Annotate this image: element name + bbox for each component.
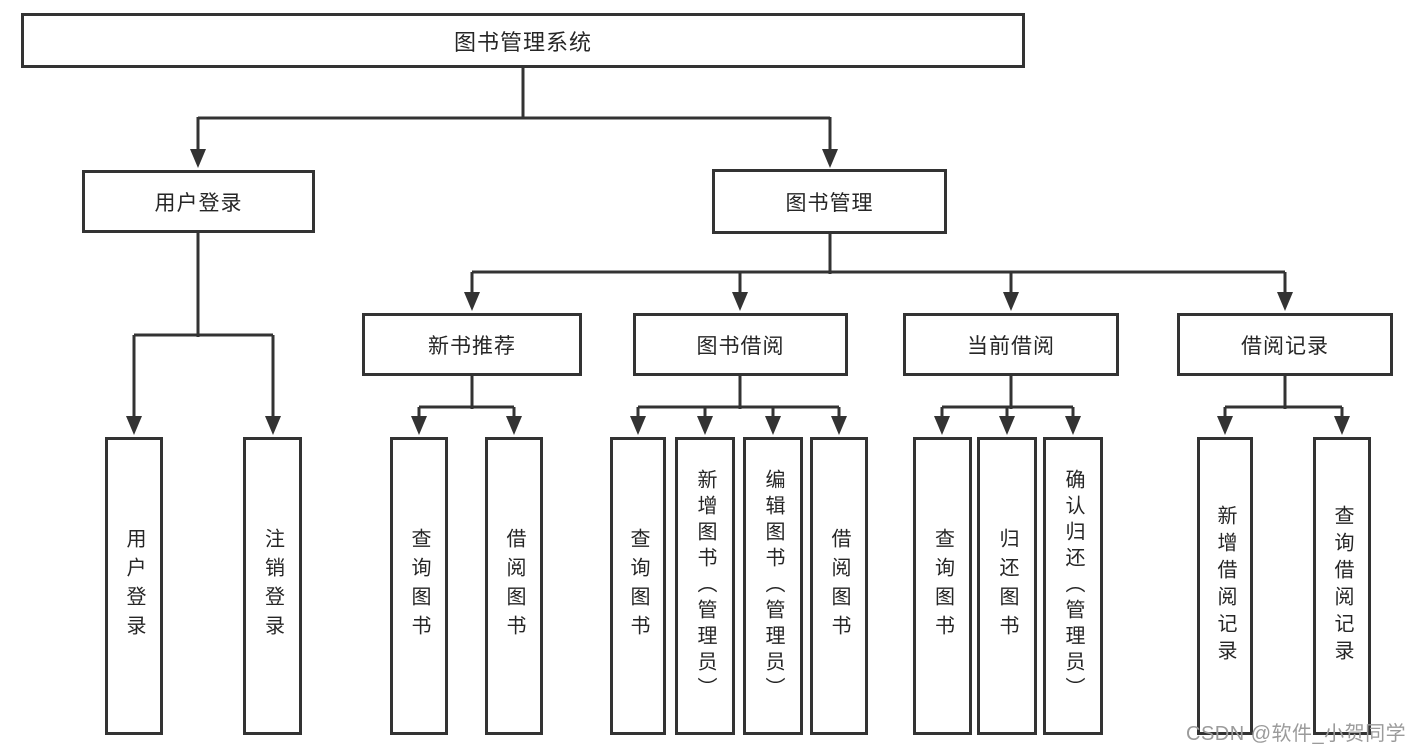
node-leaf-recommend-borrow-book: 借阅图书: [485, 437, 543, 735]
node-label: 借阅图书: [503, 528, 525, 644]
node-borrow-records: 借阅记录: [1177, 313, 1393, 376]
node-leaf-edit-book-admin: 编辑图书（管理员）: [743, 437, 803, 735]
node-label: 用户登录: [123, 528, 145, 644]
node-label: 查询图书: [931, 528, 954, 644]
node-label: 编辑图书（管理员）: [762, 469, 784, 703]
node-leaf-add-book-admin: 新增图书（管理员）: [675, 437, 735, 735]
node-leaf-recommend-query-book: 查询图书: [390, 437, 448, 735]
node-label: 查询图书: [627, 528, 649, 644]
node-leaf-confirm-return-admin: 确认归还（管理员）: [1043, 437, 1103, 735]
node-book-borrow: 图书借阅: [633, 313, 848, 376]
node-current-borrow: 当前借阅: [903, 313, 1119, 376]
node-book-management: 图书管理: [712, 169, 947, 234]
watermark: CSDN @软件_小贺同学: [1186, 723, 1405, 745]
node-root-system: 图书管理系统: [21, 13, 1025, 68]
node-label: 归还图书: [996, 528, 1018, 644]
node-leaf-current-query-book: 查询图书: [913, 437, 972, 735]
node-label: 确认归还（管理员）: [1062, 469, 1084, 703]
node-leaf-user-login: 用户登录: [105, 437, 163, 735]
node-label: 借阅图书: [828, 528, 850, 644]
node-label: 新增图书（管理员）: [694, 469, 716, 703]
node-label: 新增借阅记录: [1214, 505, 1236, 667]
node-user-login: 用户登录: [82, 170, 315, 233]
node-leaf-query-borrow-record: 查询借阅记录: [1313, 437, 1371, 735]
node-leaf-add-borrow-record: 新增借阅记录: [1197, 437, 1253, 735]
node-label: 注销登录: [261, 528, 284, 644]
node-leaf-return-book: 归还图书: [977, 437, 1037, 735]
node-leaf-logout: 注销登录: [243, 437, 302, 735]
node-label: 查询借阅记录: [1331, 505, 1353, 667]
node-leaf-borrow-query-book: 查询图书: [610, 437, 666, 735]
node-leaf-borrow-borrow-book: 借阅图书: [810, 437, 868, 735]
node-label: 查询图书: [408, 528, 430, 644]
node-new-book-recommend: 新书推荐: [362, 313, 582, 376]
